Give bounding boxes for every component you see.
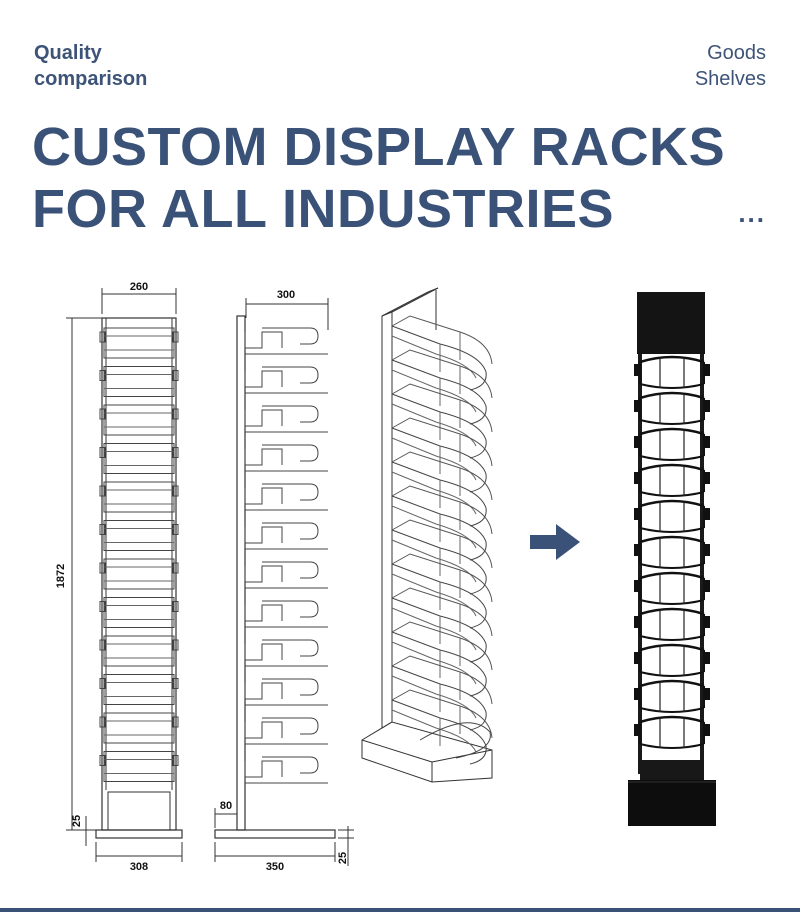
arrow-right-icon: [530, 524, 580, 560]
front-view: [66, 288, 183, 862]
side-base-height-label: 25: [337, 852, 349, 864]
isometric-view: [361, 287, 493, 783]
rack-technical-drawing: 260 1872 25 308 300 80 350 25: [55, 281, 716, 873]
side-view: [214, 298, 354, 866]
footer-accent-line: [0, 908, 800, 912]
front-width-label: 260: [130, 281, 148, 293]
side-base-depth-label: 350: [266, 861, 284, 873]
front-base-height-label: 25: [71, 815, 83, 827]
headline: CUSTOM DISPLAY RACKS FOR ALL INDUSTRIES: [32, 117, 726, 239]
quality-comparison-tag: Quality comparison: [34, 42, 148, 90]
goods-shelves-tag: Goods Shelves: [694, 42, 766, 90]
front-height-label: 1872: [55, 564, 67, 588]
front-base-width-label: 308: [130, 861, 148, 873]
front-shelves: [99, 327, 179, 782]
iso-shelves: [391, 315, 493, 765]
side-depth-label: 300: [277, 289, 295, 301]
side-base-offset-label: 80: [220, 800, 232, 812]
ellipsis-icon: ...: [738, 198, 766, 228]
side-arms: [244, 327, 328, 784]
black-rack-photo: [628, 292, 716, 826]
